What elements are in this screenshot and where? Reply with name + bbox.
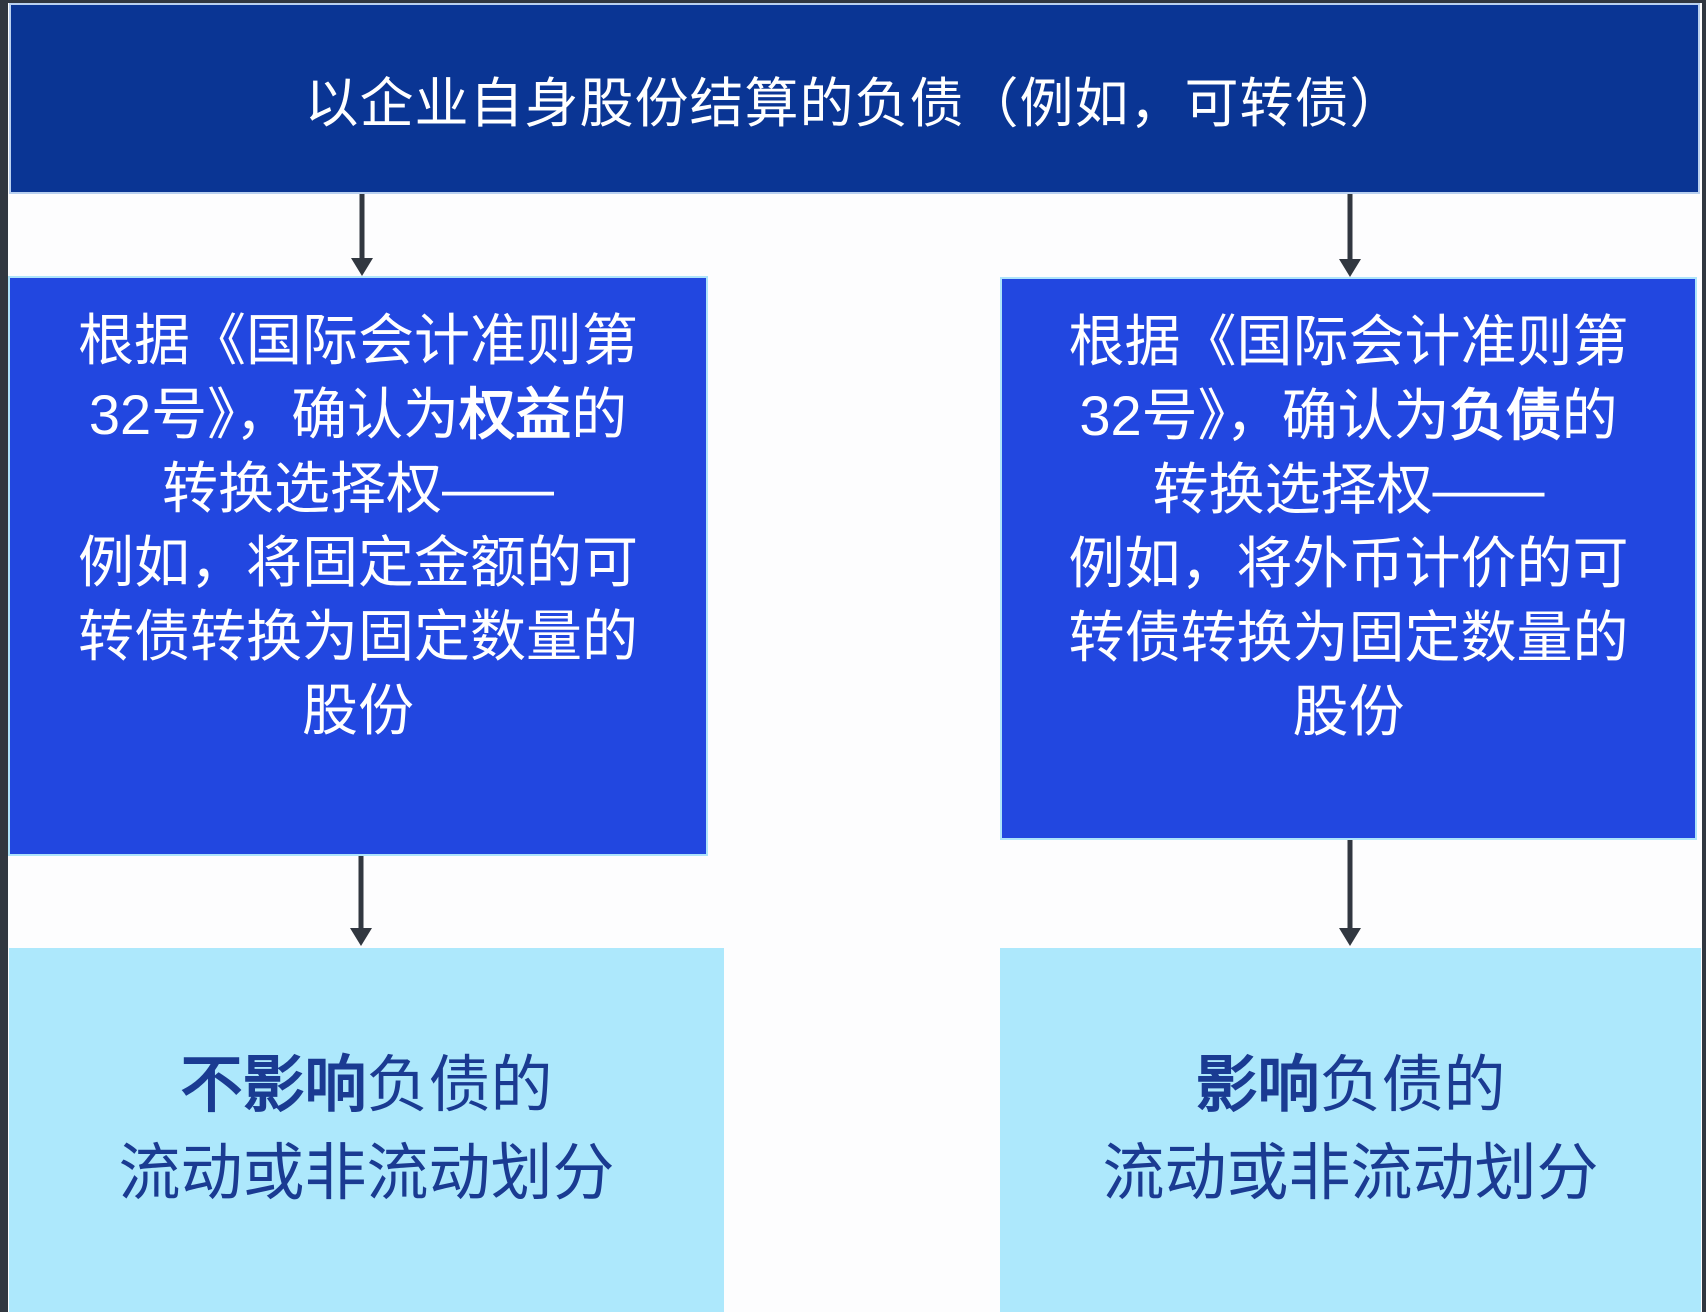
condition-line: 转换选择权——	[1152, 458, 1545, 521]
outcome-line: 流动或非流动划分	[118, 1139, 615, 1208]
condition-line: 转债转换为固定数量的	[1068, 606, 1629, 669]
flow-arrow-top-left	[351, 194, 373, 276]
condition-line: 根据《国际会计准则第	[1068, 310, 1629, 373]
flow-arrow-top-right	[1339, 194, 1361, 277]
title-banner: 以企业自身股份结算的负债（例如，可转债）	[9, 3, 1700, 194]
condition-line: 例如，将固定金额的可	[78, 531, 638, 594]
banner-title: 以企业自身股份结算的负债（例如，可转债）	[304, 74, 1405, 134]
arrow-head-icon	[350, 928, 372, 946]
frame-top-border	[0, 0, 1706, 3]
arrow-shaft	[359, 194, 365, 260]
keyword-liability: 负债	[1449, 384, 1562, 447]
outcome-line: 不影响负债的	[180, 1051, 553, 1120]
condition-line: 32号》，确认为负债的	[1079, 384, 1618, 447]
arrow-shaft	[1347, 840, 1353, 930]
condition-box-equity: 根据《国际会计准则第 32号》，确认为权益的 转换选择权—— 例如，将固定金额的…	[8, 276, 708, 856]
outcome-box-effect: 影响负债的 流动或非流动划分	[1000, 948, 1701, 1312]
condition-line: 转债转换为固定数量的	[78, 605, 638, 668]
condition-line: 根据《国际会计准则第	[78, 309, 638, 372]
keyword-effect: 影响	[1195, 1051, 1320, 1120]
condition-line: 股份	[1292, 680, 1405, 743]
condition-line: 例如，将外币计价的可	[1068, 532, 1629, 595]
frame-left-border	[0, 0, 8, 1312]
condition-box-liability: 根据《国际会计准则第 32号》，确认为负债的 转换选择权—— 例如，将外币计价的…	[1000, 277, 1697, 840]
outcome-line: 流动或非流动划分	[1102, 1139, 1599, 1208]
arrow-head-icon	[351, 258, 373, 276]
outcome-box-no-effect: 不影响负债的 流动或非流动划分	[9, 948, 724, 1312]
arrow-head-icon	[1339, 928, 1361, 946]
keyword-equity: 权益	[459, 383, 572, 446]
arrow-shaft	[358, 856, 364, 930]
outcome-line: 影响负债的	[1195, 1051, 1506, 1120]
condition-line: 32号》，确认为权益的	[88, 383, 628, 446]
arrow-head-icon	[1339, 259, 1361, 277]
flow-arrow-bottom-left	[350, 856, 372, 946]
frame-right-border	[1702, 0, 1706, 1312]
arrow-shaft	[1347, 194, 1353, 261]
keyword-no-effect: 不影响	[180, 1051, 367, 1120]
condition-line: 转换选择权——	[162, 457, 554, 520]
condition-line: 股份	[302, 679, 414, 742]
flow-arrow-bottom-right	[1339, 840, 1361, 946]
